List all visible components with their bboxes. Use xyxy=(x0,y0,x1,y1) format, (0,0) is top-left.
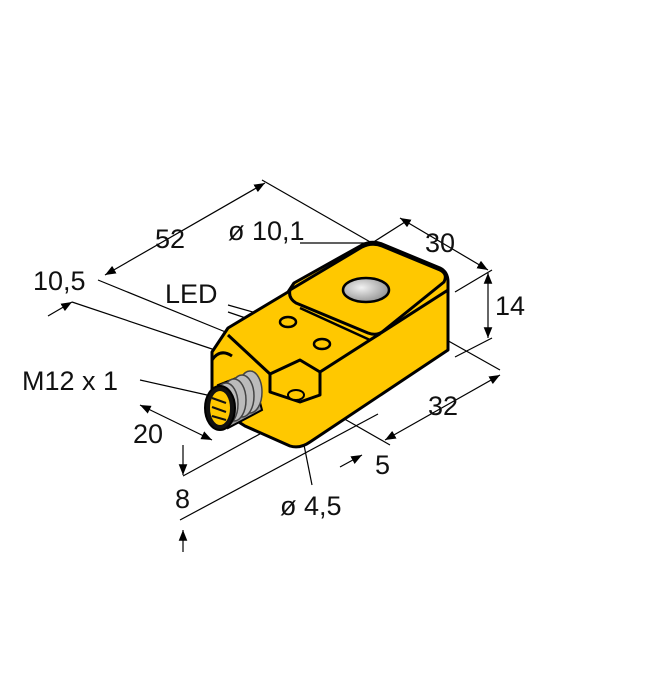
m12-connector xyxy=(204,370,264,431)
dim-length: 52 xyxy=(155,224,185,254)
dim-depth: 32 xyxy=(428,391,458,421)
dim-height: 14 xyxy=(495,291,525,321)
led-2 xyxy=(312,337,332,351)
dim-hole-offset: 5 xyxy=(375,450,390,480)
dim-width: 30 xyxy=(425,228,455,258)
connector-label: M12 x 1 xyxy=(22,366,118,396)
dim-base-height: 8 xyxy=(175,484,190,514)
led-label: LED xyxy=(165,279,218,309)
sensing-face xyxy=(341,276,391,304)
led-1 xyxy=(278,315,298,329)
dim-sensing-diameter: ø 10,1 xyxy=(228,216,305,246)
dim-connector-length: 20 xyxy=(133,419,163,449)
dim-offset: 10,5 xyxy=(33,266,86,296)
dim-hole-diameter: ø 4,5 xyxy=(280,491,342,521)
mounting-hole xyxy=(287,389,305,401)
